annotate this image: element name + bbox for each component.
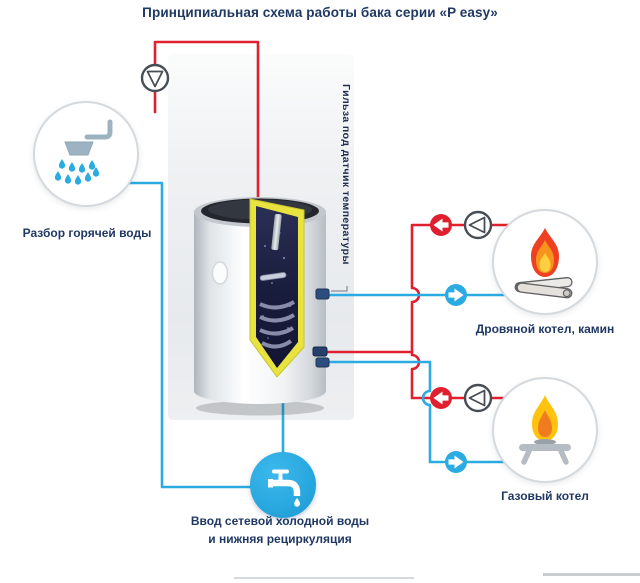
faucet-body-spout xyxy=(272,479,301,496)
hot-flow-arrow-left-icon xyxy=(430,387,452,409)
heat-exchanger-coil xyxy=(259,300,296,349)
wood-boiler-label: Дровяной котел, камин xyxy=(475,322,615,336)
tank-port-lower xyxy=(315,357,330,368)
cold-pipe-shower xyxy=(123,181,254,489)
water-drops xyxy=(54,159,100,185)
tank-shadow xyxy=(196,400,324,416)
pump-icon xyxy=(140,63,170,93)
sensor-leader-line xyxy=(331,286,348,292)
page-edge-line xyxy=(234,577,414,579)
cold-pipe-gas-return xyxy=(320,360,506,464)
tank-nameplate xyxy=(211,261,229,285)
page-edge-line xyxy=(543,573,640,576)
gas-flame-inner xyxy=(538,410,552,437)
faucet-icon xyxy=(268,469,301,507)
gas-flame-icon xyxy=(519,395,571,465)
cold-water-circle xyxy=(250,452,316,518)
faucet-inlet xyxy=(268,479,273,488)
wood-boiler-circle xyxy=(492,209,598,315)
shower-arm xyxy=(84,119,113,140)
tank-port-mid xyxy=(312,346,328,357)
heating-element xyxy=(259,272,287,281)
cold-flow-arrow-right-icon xyxy=(445,451,467,473)
burner-leg xyxy=(558,448,569,465)
hot-water-label: Разбор горячей воды xyxy=(22,226,152,240)
bonfire-icon xyxy=(514,228,573,299)
pump-icon xyxy=(463,383,493,413)
burner-bar xyxy=(519,444,571,451)
cold-water-label: Ввод сетевой холодной воды и нижняя реци… xyxy=(150,512,410,548)
tank-cutaway-image xyxy=(194,197,330,416)
pump-icon xyxy=(463,210,493,240)
sensor-tube xyxy=(271,213,282,251)
tank-port-upper xyxy=(315,288,330,300)
diagram-title: Принципиальная схема работы бака серии «… xyxy=(142,5,498,20)
hot-pipe-shower xyxy=(153,40,260,210)
shower-head xyxy=(64,141,94,156)
cold-water-label-line2: и нижняя рециркуляция xyxy=(208,532,352,546)
cold-water-label-line1: Ввод сетевой холодной воды xyxy=(190,514,370,528)
gas-boiler-label: Газовый котел xyxy=(501,489,589,503)
log xyxy=(516,282,573,299)
burner-ring xyxy=(534,439,556,445)
burner-leg xyxy=(521,448,532,465)
hot-water-circle xyxy=(33,101,139,207)
sensor-sleeve-label: Гильза под датчик температуры xyxy=(340,84,352,265)
hot-flow-arrow-left-icon xyxy=(430,214,452,236)
hot-pipe-boilers xyxy=(410,223,511,400)
cold-flow-arrow-right-icon xyxy=(445,284,467,306)
gas-boiler-circle xyxy=(492,377,598,483)
faucet-drop xyxy=(294,498,300,507)
flame-core xyxy=(539,253,551,272)
shower-icon xyxy=(54,119,113,185)
